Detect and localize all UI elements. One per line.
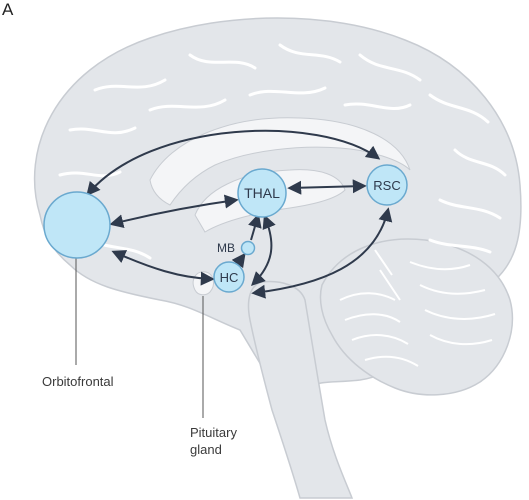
arrow-thal-rsc: [287, 179, 367, 195]
pituitary-gland: [192, 271, 214, 296]
orbitofrontal-callout: Orbitofrontal: [42, 374, 114, 389]
mb-label: MB: [217, 241, 235, 255]
mb-node: [240, 240, 256, 256]
panel-letter: A: [2, 0, 14, 19]
hc-label: HC: [220, 270, 239, 285]
arrow-ofc-rsc: [86, 129, 381, 197]
orbitofrontal-node: [43, 191, 111, 259]
rsc-node: [366, 164, 408, 206]
thalamus-node: [237, 168, 287, 218]
pituitary-callout-line1: Pituitary: [190, 425, 237, 440]
thal-label: THAL: [244, 185, 280, 201]
hc-node: [213, 261, 245, 293]
pituitary-callout-line2: gland: [190, 442, 222, 457]
arrow-rsc-hc: [251, 207, 393, 299]
pituitary-callout: Pituitary gland: [190, 424, 237, 458]
rsc-label: RSC: [373, 178, 400, 193]
arrow-ofc-hc: [111, 250, 215, 286]
brainstem: [247, 280, 354, 499]
arrow-hc-thal: [251, 214, 276, 286]
arrow-ofc-thal: [109, 194, 239, 229]
